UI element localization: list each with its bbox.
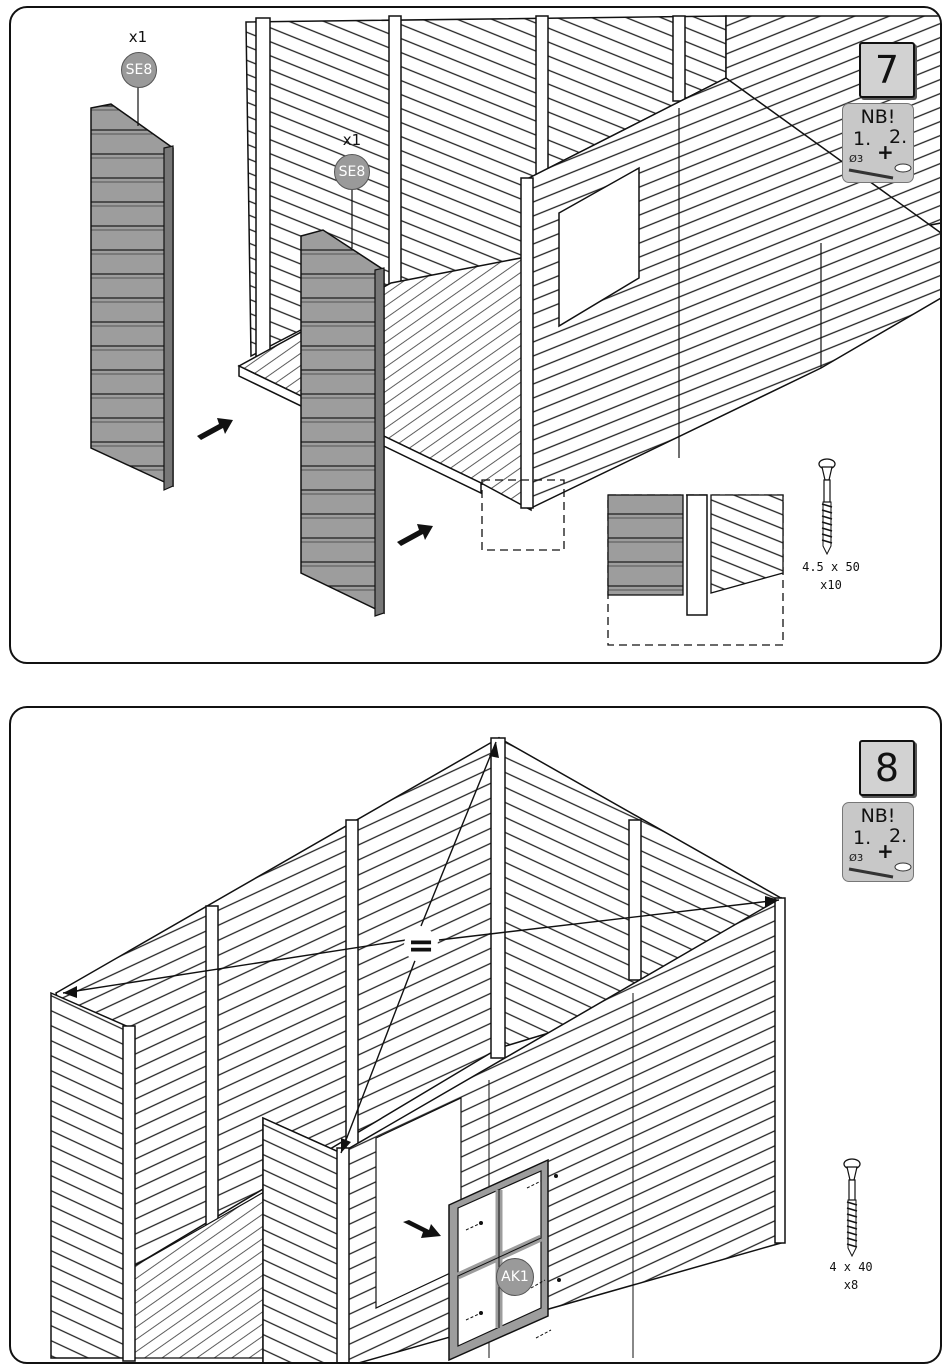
screw-size: 4.5 x 50 xyxy=(791,560,871,574)
part-quantity: x1 xyxy=(332,131,372,149)
part-quantity: x1 xyxy=(118,28,158,46)
step-number: 8 xyxy=(859,740,915,796)
screw-icon xyxy=(844,1159,860,1256)
insert-arrow-left xyxy=(197,418,233,440)
wall-panel-se8-right xyxy=(301,230,384,616)
corner-detail-inset xyxy=(608,495,783,645)
insert-arrow-right xyxy=(397,524,433,546)
predrill-note: NB! 1. + 2. Ø3 xyxy=(842,802,914,882)
drill-bit-icon xyxy=(843,104,913,182)
screw-count: x10 xyxy=(791,578,871,592)
equal-diagonals-sign: = xyxy=(404,928,438,962)
step-7-panel: x1 SE8 x1 SE8 7 NB! 1. + 2. Ø3 4.5 x 50 … xyxy=(9,6,942,664)
drill-bit-icon xyxy=(843,803,913,881)
step-8-panel: = AK1 8 NB! 1. + 2. Ø3 4 x 40 x8 xyxy=(9,706,942,1364)
predrill-note: NB! 1. + 2. Ø3 xyxy=(842,103,914,183)
screw-icon xyxy=(819,459,835,554)
screw-size: 4 x 40 xyxy=(811,1260,891,1274)
front-left-wall xyxy=(51,993,131,1358)
part-badge-se8: SE8 xyxy=(121,52,157,88)
part-badge-ak1: AK1 xyxy=(496,1258,534,1296)
part-badge-se8: SE8 xyxy=(334,154,370,190)
wall-panel-se8-left xyxy=(91,104,173,490)
step-8-drawing xyxy=(11,708,942,1364)
step-number: 7 xyxy=(859,42,915,98)
screw-count: x8 xyxy=(811,1278,891,1292)
